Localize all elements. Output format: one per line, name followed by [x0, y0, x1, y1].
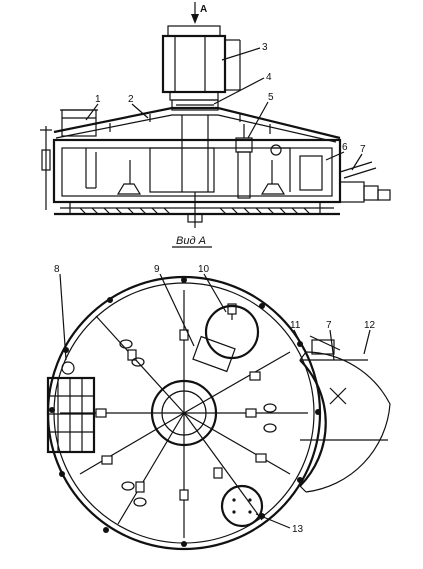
callout-11: 11: [290, 320, 301, 331]
side-leader-lines: [85, 47, 363, 171]
blade-scrapers: [95, 329, 267, 501]
callout-9: 9: [154, 264, 160, 275]
gear-housing: [192, 335, 236, 373]
discharge-chute: [299, 335, 391, 493]
callout-7: 7: [360, 144, 366, 155]
plan-leader-lines: [59, 273, 371, 529]
conical-cover: [53, 106, 341, 143]
callout-2: 2: [128, 94, 134, 105]
center-hub: [150, 379, 218, 447]
callout-13: 13: [292, 524, 304, 535]
callout-1: 1: [95, 94, 101, 105]
side-section-view: A 1 2 3 4 5 6 7: [40, 2, 391, 228]
gearbox: [171, 99, 219, 111]
motor: [161, 25, 241, 101]
callout-10: 10: [198, 264, 210, 275]
callout-6: 6: [342, 142, 348, 153]
view-a-caption: Вид A: [176, 235, 206, 247]
callout-4: 4: [266, 72, 272, 83]
arrow-a-label: A: [200, 4, 207, 15]
round-cover: [220, 484, 264, 528]
loading-hatch: [60, 109, 98, 137]
callout-5: 5: [268, 92, 274, 103]
callout-3: 3: [262, 42, 268, 53]
callout-12: 12: [364, 320, 376, 331]
view-arrow-a: [191, 2, 199, 24]
drum-body: [40, 115, 391, 228]
rim-bolts: [49, 277, 321, 547]
plan-view: 8 9 10 11 7 12 13: [46, 264, 391, 551]
callout-7-plan: 7: [326, 320, 332, 331]
callout-8: 8: [54, 264, 60, 275]
water-grille: [46, 376, 96, 454]
spray-nozzles: [119, 339, 277, 507]
